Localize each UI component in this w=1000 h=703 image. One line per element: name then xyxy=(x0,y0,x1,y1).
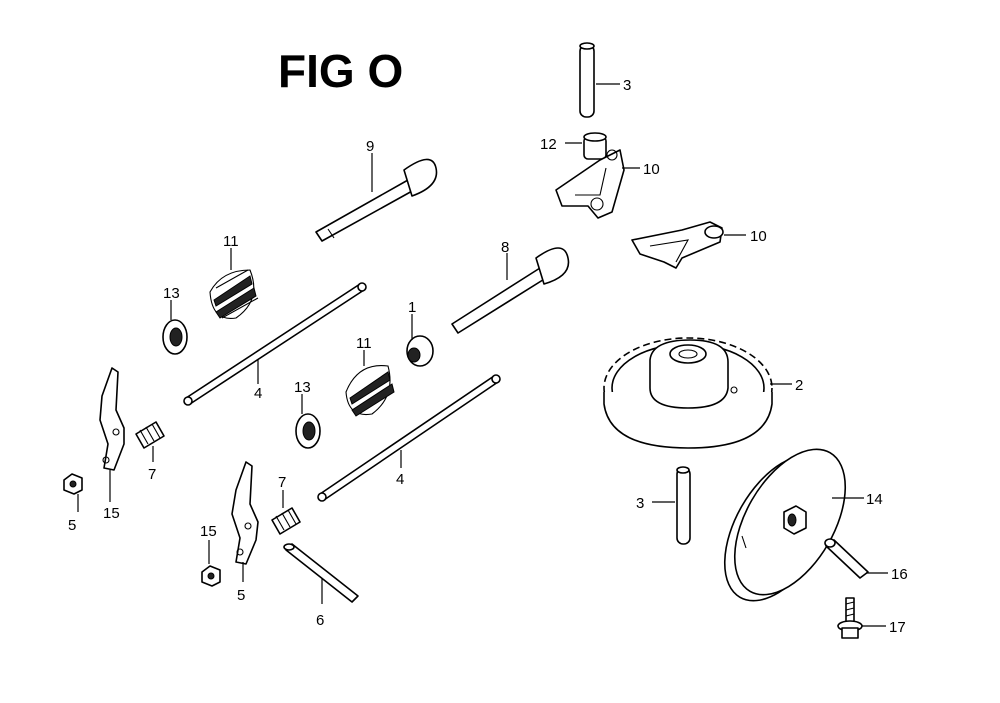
part-tappet-lower xyxy=(231,461,259,565)
callout-5-lower: 5 xyxy=(237,587,245,604)
callout-14: 14 xyxy=(866,491,883,508)
part-valve-cap xyxy=(406,335,434,367)
part-nut-lower xyxy=(201,565,221,587)
part-flange-bolt xyxy=(837,597,863,639)
callout-4-lower: 4 xyxy=(396,471,404,488)
part-cam-gear xyxy=(603,337,773,449)
callout-1: 1 xyxy=(408,299,416,316)
callout-11-upper: 11 xyxy=(223,233,239,250)
part-rocker-arm-lower xyxy=(631,221,724,269)
callout-15-lower: 15 xyxy=(200,523,217,540)
figure-title: FIG O xyxy=(278,45,403,97)
part-valve-upper xyxy=(315,158,438,242)
part-pin-lower xyxy=(676,466,691,545)
callout-5-upper: 15 xyxy=(103,505,120,522)
callout-12: 12 xyxy=(540,136,557,153)
callout-13-upper: 13 xyxy=(163,285,180,302)
callout-3-top: 3 xyxy=(623,77,631,94)
callout-9: 9 xyxy=(366,138,374,155)
callout-7-lower: 7 xyxy=(278,474,286,491)
callout-10-lower: 10 xyxy=(750,228,767,245)
part-tappet-upper xyxy=(99,367,125,471)
part-valve-lower xyxy=(451,247,570,334)
callout-3-lower: 3 xyxy=(636,495,644,512)
callout-11-lower: 11 xyxy=(356,335,372,352)
part-governor-shaft xyxy=(824,538,869,579)
part-nut-upper xyxy=(63,473,83,495)
part-valve-spring-lower xyxy=(345,364,395,417)
part-push-rod-lower xyxy=(317,374,501,502)
callout-15-upper: 5 xyxy=(68,517,76,534)
part-retainer-upper xyxy=(162,319,188,355)
part-rocker-arm-upper xyxy=(555,149,625,219)
callout-7-upper: 7 xyxy=(148,466,156,483)
callout-10-upper: 10 xyxy=(643,161,660,178)
callout-13-lower: 13 xyxy=(294,379,311,396)
part-collar xyxy=(583,132,607,160)
callout-4-upper: 4 xyxy=(254,385,262,402)
callout-16: 16 xyxy=(891,566,908,583)
callout-8: 8 xyxy=(501,239,509,256)
part-bolt-lower xyxy=(271,507,301,535)
part-governor-disc xyxy=(723,448,847,602)
callout-17: 17 xyxy=(889,619,906,636)
callout-6: 6 xyxy=(316,612,324,629)
part-push-rod-upper xyxy=(183,282,367,406)
callout-2: 2 xyxy=(795,377,803,394)
part-pivot-pin xyxy=(283,543,359,603)
part-valve-spring-upper xyxy=(209,269,259,320)
part-pin-top xyxy=(579,42,595,118)
part-retainer-lower xyxy=(295,413,321,449)
part-bolt-upper xyxy=(135,421,165,449)
